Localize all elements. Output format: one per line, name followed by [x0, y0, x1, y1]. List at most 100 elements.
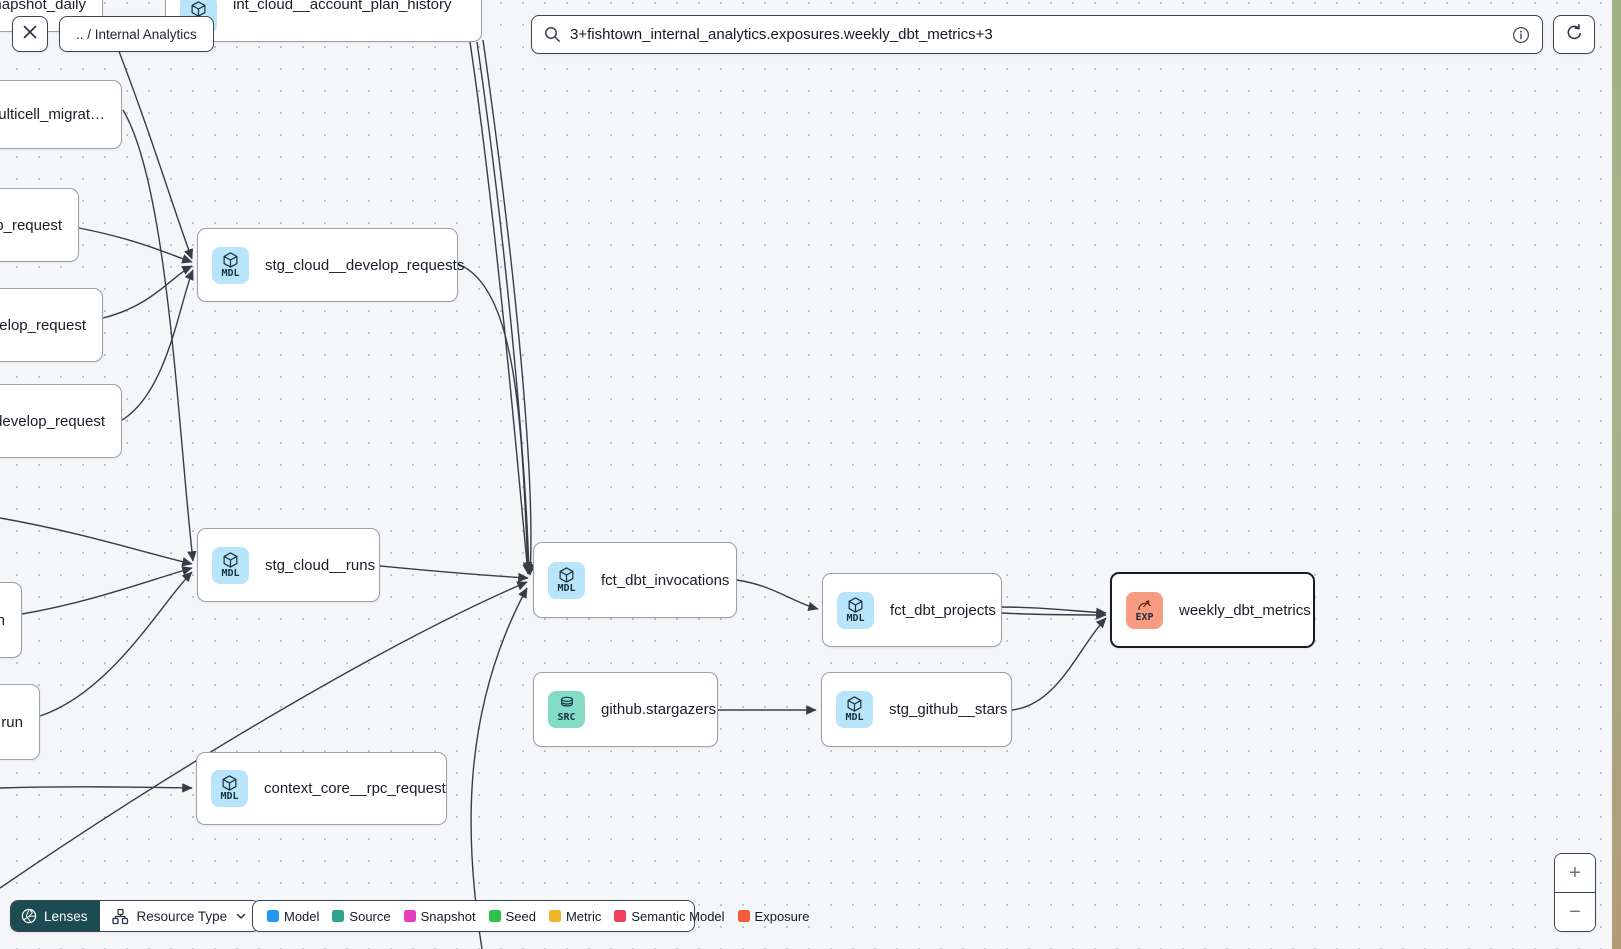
desktop-wallpaper-strip [1612, 0, 1621, 949]
legend-swatch [737, 910, 750, 922]
legend-label: Semantic Model [631, 908, 725, 924]
node-label: snapshot_daily [0, 0, 86, 13]
node-badge-label: MDL [220, 791, 239, 802]
node-type-badge: MDL [212, 246, 249, 284]
graph-node-n_partial[interactable]: n [0, 582, 22, 658]
legend-item: Exposure [737, 908, 810, 924]
model-cube-icon [223, 551, 238, 568]
node-badge-label: EXP [1135, 612, 1154, 623]
graph-node-p_request[interactable]: p_request [0, 188, 79, 262]
legend-item: Semantic Model [614, 908, 725, 924]
exposure-gauge-icon [1138, 600, 1151, 611]
node-badge-label: MDL [557, 582, 576, 594]
node-type-badge: SRC [548, 691, 585, 728]
node-badge-label: MDL [846, 612, 865, 624]
legend-swatch [548, 910, 561, 922]
graph-node-github.stargazers[interactable]: SRC github.stargazers [533, 672, 718, 747]
lenses-toolbar: Lenses Resource Type [10, 900, 261, 932]
legend-label: Seed [505, 908, 536, 924]
lenses-icon [21, 908, 37, 924]
model-cube-icon [223, 251, 238, 268]
node-badge-label: MDL [221, 267, 240, 279]
refresh-button[interactable] [1553, 15, 1595, 54]
close-button[interactable] [12, 16, 48, 52]
legend-label: Exposure [754, 908, 810, 924]
legend-label: Metric [565, 908, 602, 924]
graph-node-fct_dbt_projects[interactable]: MDL fct_dbt_projects [822, 573, 1002, 647]
node-type-badge: MDL [212, 546, 249, 584]
lenses-label: Lenses [44, 908, 88, 924]
legend-item: Model [267, 909, 319, 924]
graph-node-int_cloud__account_plan_history[interactable]: MDL int_cloud__account_plan_history [165, 0, 482, 42]
legend-label: Snapshot [420, 908, 476, 924]
node-label: .run [0, 713, 23, 731]
graph-node-multicell_migrat[interactable]: multicell_migrat… [0, 80, 122, 149]
graph-node-fct_dbt_invocations[interactable]: MDL fct_dbt_invocations [533, 542, 737, 618]
node-badge-label: MDL [845, 712, 864, 723]
graph-node-run_partial[interactable]: .run [0, 684, 40, 760]
legend-item: Metric [548, 908, 602, 924]
graph-node-stg_cloud__develop_requests[interactable]: MDL stg_cloud__develop_requests [197, 228, 464, 302]
legend-item: Seed [488, 908, 536, 924]
legend-swatch [403, 910, 416, 922]
node-label: stg_cloud__develop_requests [265, 256, 465, 274]
zoom-controls: + − [1554, 853, 1596, 932]
close-icon [22, 24, 38, 45]
graph-node-context_core__rpc_request[interactable]: MDL context_core__rpc_request [196, 752, 447, 825]
legend-item: Source [332, 908, 391, 924]
legend-label: Model [284, 908, 320, 924]
resource-type-label: Resource Type [136, 908, 228, 924]
legend-label: Source [349, 908, 391, 924]
lineage-search-bar [531, 15, 1543, 54]
search-icon [544, 26, 561, 43]
search-input[interactable] [570, 26, 1503, 43]
node-label: develop_request [0, 412, 105, 430]
graph-node-develop_request[interactable]: develop_request [0, 384, 122, 458]
legend-swatch [267, 910, 279, 922]
legend-item: Snapshot [403, 908, 476, 924]
info-icon[interactable] [1512, 26, 1530, 44]
node-label: github.stargazers [601, 701, 717, 718]
node-label: stg_cloud__runs [265, 556, 376, 574]
node-type-badge: MDL [548, 561, 585, 599]
node-type-badge: MDL [837, 591, 874, 629]
chevron-down-icon [235, 910, 247, 922]
graph-node-stg_cloud__runs[interactable]: MDL stg_cloud__runs [197, 528, 380, 602]
model-cube-icon [847, 696, 862, 712]
node-label: multicell_migrat… [0, 106, 105, 123]
node-label: weekly_dbt_metrics [1179, 601, 1311, 619]
zoom-in-button[interactable]: + [1555, 854, 1595, 893]
model-cube-icon [222, 775, 237, 791]
resource-type-icon [111, 908, 129, 925]
node-type-badge: EXP [1126, 591, 1163, 629]
model-cube-icon [848, 596, 863, 613]
legend-swatch [488, 910, 501, 922]
graph-node-velop_request[interactable]: velop_request [0, 288, 103, 362]
node-label: context_core__rpc_request [264, 780, 446, 797]
lenses-button[interactable]: Lenses [11, 901, 100, 931]
model-cube-icon [559, 566, 574, 583]
node-label: p_request [0, 216, 62, 234]
resource-type-dropdown[interactable]: Resource Type [99, 901, 260, 931]
node-label: velop_request [0, 316, 86, 334]
node-type-badge: MDL [836, 691, 873, 728]
node-type-badge: MDL [211, 770, 248, 807]
source-database-icon [560, 696, 573, 707]
graph-node-weekly_dbt_metrics[interactable]: EXP weekly_dbt_metrics [1110, 572, 1315, 648]
model-cube-icon [191, 0, 206, 17]
node-label: fct_dbt_invocations [601, 571, 730, 589]
breadcrumb[interactable]: .. / Internal Analytics [59, 16, 214, 52]
legend-swatch [332, 910, 345, 922]
node-label: n [0, 611, 5, 629]
breadcrumb-label: .. / Internal Analytics [76, 26, 197, 42]
refresh-icon [1565, 23, 1584, 47]
resource-type-legend: Model Source Snapshot Seed Metric Semant… [252, 900, 809, 932]
node-label: int_cloud__account_plan_history [233, 0, 452, 13]
node-label: stg_github__stars [889, 701, 1008, 718]
graph-node-stg_github__stars[interactable]: MDL stg_github__stars [821, 672, 1012, 747]
zoom-out-button[interactable]: − [1555, 893, 1595, 931]
node-badge-label: SRC [557, 712, 576, 723]
node-badge-label: MDL [221, 567, 240, 579]
